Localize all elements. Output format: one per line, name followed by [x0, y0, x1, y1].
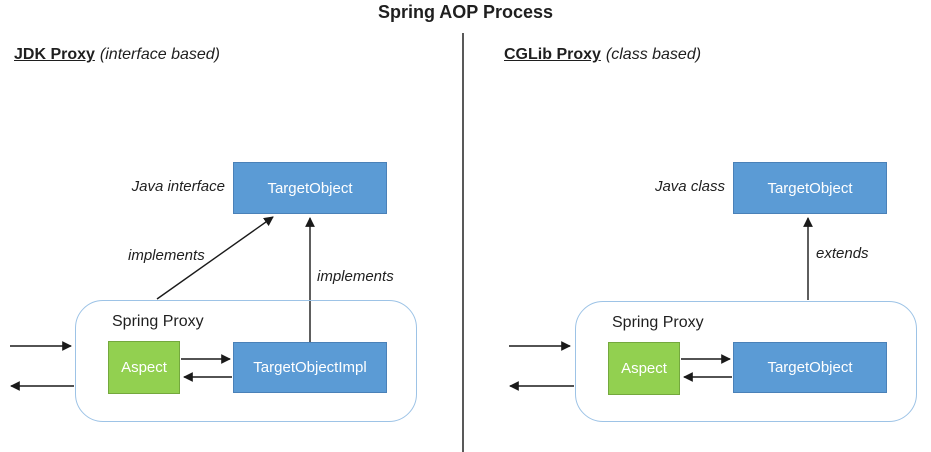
jdk-spring-proxy-container	[75, 300, 417, 422]
cglib-spring-proxy-label: Spring Proxy	[612, 314, 704, 331]
jdk-target-object-impl-box: TargetObjectImpl	[233, 342, 387, 393]
jdk-panel-heading: JDK Proxy(interface based)	[14, 46, 220, 64]
jdk-aspect-box: Aspect	[108, 341, 180, 394]
jdk-spring-proxy-label: Spring Proxy	[112, 313, 204, 330]
cglib-spring-proxy-container	[575, 301, 917, 422]
cglib-inner-target-object-box: TargetObject	[733, 342, 887, 393]
implements-vertical-label: implements	[317, 268, 394, 285]
cglib-heading-note: (class based)	[605, 46, 702, 63]
cglib-aspect-box: Aspect	[608, 342, 680, 395]
cglib-panel-heading: CGLib Proxy(class based)	[504, 46, 701, 64]
implements-diagonal-label: implements	[128, 247, 205, 264]
center-divider-line	[462, 33, 464, 452]
extends-label: extends	[816, 245, 869, 262]
java-class-label: Java class	[654, 178, 725, 195]
java-interface-label: Java interface	[131, 178, 225, 195]
cglib-target-object-box: TargetObject	[733, 162, 887, 214]
jdk-heading-note: (interface based)	[99, 46, 220, 63]
jdk-heading-text: JDK Proxy	[14, 46, 95, 63]
cglib-heading-text: CGLib Proxy	[504, 46, 601, 63]
jdk-target-object-box: TargetObject	[233, 162, 387, 214]
page-title: Spring AOP Process	[377, 2, 554, 22]
